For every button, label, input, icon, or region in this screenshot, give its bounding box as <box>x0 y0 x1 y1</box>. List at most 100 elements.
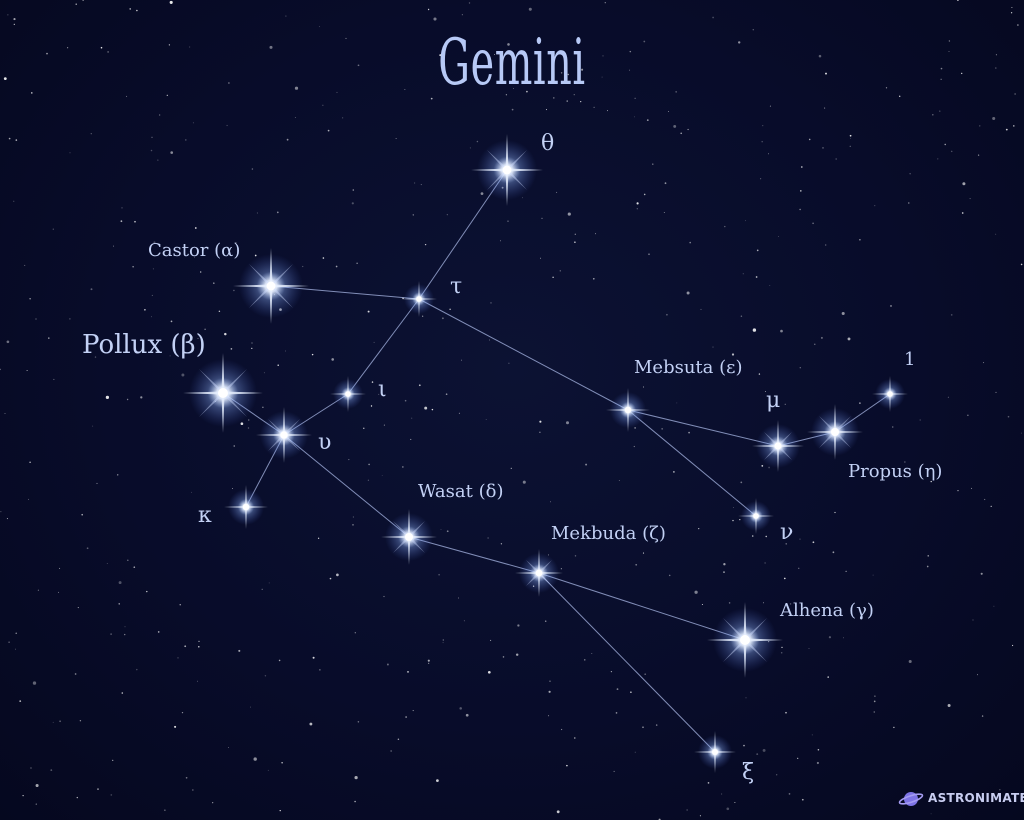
constellation-title: Gemini <box>438 26 586 100</box>
background-star <box>780 329 783 333</box>
background-star <box>490 302 492 304</box>
background-star <box>383 595 385 598</box>
background-star <box>939 110 941 112</box>
background-star <box>673 124 677 128</box>
background-star <box>181 373 185 377</box>
background-star <box>699 815 701 817</box>
background-star <box>528 7 532 11</box>
background-star <box>352 516 354 518</box>
background-star <box>268 582 270 584</box>
background-star <box>937 158 939 160</box>
background-star <box>436 779 439 782</box>
background-star <box>728 602 731 604</box>
background-star <box>74 673 77 675</box>
background-star <box>106 563 108 564</box>
background-star <box>90 133 92 135</box>
background-star <box>170 320 173 323</box>
astronimate-logo: ASTRONIMATE <box>898 788 1024 810</box>
background-star <box>768 153 769 155</box>
label-upsilon: υ <box>318 430 332 455</box>
background-star <box>994 67 997 69</box>
label-mu: μ <box>766 388 781 413</box>
background-star <box>414 182 416 184</box>
background-star <box>407 671 409 673</box>
background-star <box>442 642 444 644</box>
background-star <box>550 501 552 503</box>
background-star <box>82 0 84 1</box>
background-star <box>783 577 786 580</box>
background-star <box>58 591 60 593</box>
background-star <box>50 769 53 771</box>
background-star <box>124 633 126 636</box>
background-star <box>52 721 54 723</box>
background-star <box>686 809 688 811</box>
background-star <box>13 18 16 21</box>
star-kappa <box>224 485 268 529</box>
label-mekbuda: Mekbuda (ζ) <box>551 523 666 544</box>
background-star <box>515 653 519 656</box>
background-star <box>468 2 471 4</box>
background-star <box>204 328 206 330</box>
background-star <box>824 107 826 109</box>
background-star <box>505 94 508 96</box>
background-star <box>285 15 287 17</box>
label-iota: ι <box>378 377 387 402</box>
background-star <box>630 691 632 694</box>
label-propus: Propus (η) <box>848 461 943 482</box>
background-star <box>893 726 895 729</box>
background-star <box>76 796 78 799</box>
background-star <box>90 288 93 291</box>
background-star <box>136 9 138 12</box>
background-star <box>993 605 995 607</box>
background-star <box>213 282 215 284</box>
background-star <box>4 412 6 415</box>
background-star <box>329 577 332 580</box>
label-wasat: Wasat (δ) <box>418 481 504 502</box>
background-star <box>981 715 984 717</box>
background-star <box>445 393 448 396</box>
background-star <box>566 764 568 767</box>
background-star <box>969 198 971 200</box>
background-star <box>789 603 792 605</box>
background-star <box>732 519 734 522</box>
background-star <box>218 310 221 313</box>
background-star <box>799 208 801 211</box>
background-star <box>948 40 951 42</box>
background-star <box>250 706 251 708</box>
background-star <box>127 559 129 562</box>
background-star <box>100 46 103 49</box>
background-star <box>628 69 631 71</box>
background-star <box>765 535 767 538</box>
background-star <box>357 721 360 723</box>
background-star <box>427 8 430 11</box>
background-star <box>196 680 198 682</box>
background-star <box>48 337 50 339</box>
background-star <box>418 384 421 387</box>
background-star <box>633 116 635 118</box>
background-star <box>539 431 541 434</box>
background-star <box>397 738 400 741</box>
star-tau <box>401 281 437 317</box>
background-star <box>814 343 816 345</box>
background-star <box>667 110 670 113</box>
star-iota <box>330 376 366 412</box>
background-star <box>345 37 347 39</box>
background-star <box>799 538 801 540</box>
background-star <box>539 257 541 259</box>
background-star <box>107 51 109 53</box>
background-star <box>995 233 997 235</box>
background-star <box>251 342 253 344</box>
background-star <box>573 94 575 96</box>
background-star <box>431 408 434 411</box>
background-star <box>841 311 845 316</box>
background-star <box>177 657 179 659</box>
background-star <box>990 505 992 508</box>
background-star <box>309 722 313 726</box>
background-star <box>170 151 174 154</box>
background-star <box>194 227 197 229</box>
background-star <box>828 636 832 639</box>
background-star <box>724 225 726 228</box>
line-mebsuta-mu <box>627 409 779 447</box>
background-star <box>541 217 543 220</box>
background-star <box>781 646 783 649</box>
